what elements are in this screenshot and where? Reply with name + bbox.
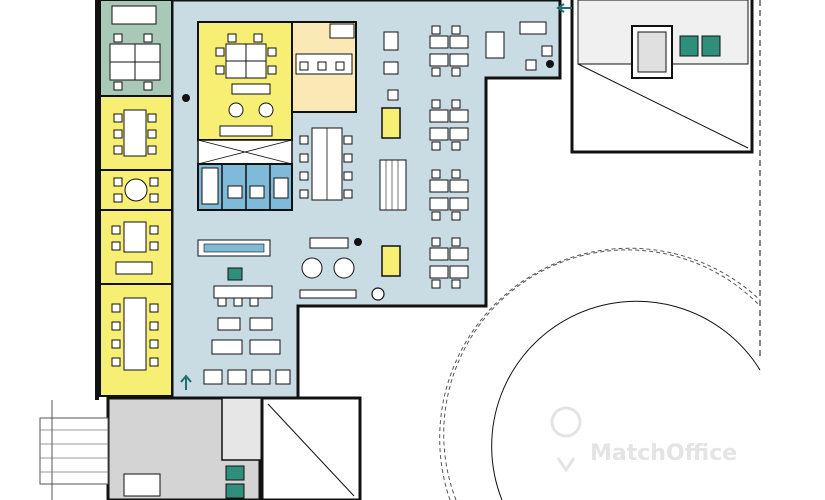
elevator-icon	[225, 35, 721, 499]
meeting-table-2	[113, 177, 159, 203]
plant-icon	[182, 60, 554, 301]
coffee-machine	[227, 267, 243, 281]
watermark-text: MatchOffice	[590, 441, 737, 466]
arrow-up-icon	[180, 374, 192, 390]
arrow-left-icon	[556, 3, 572, 13]
print-station-2	[381, 245, 401, 277]
cafe-tables	[203, 317, 291, 385]
courtyard-inner	[491, 300, 761, 500]
meeting-table-4	[111, 297, 159, 371]
watermark: MatchOffice	[550, 406, 737, 473]
courtyard-outline	[439, 247, 761, 500]
meeting-table-1	[113, 109, 157, 157]
boardroom-table	[215, 33, 277, 137]
boardroom	[197, 21, 293, 141]
kitchen-fixtures	[201, 167, 289, 205]
meeting-table-3	[111, 221, 159, 275]
top-right-fixtures	[383, 21, 553, 101]
central-table	[299, 127, 353, 201]
lounge-seating	[299, 237, 357, 299]
core-desk	[123, 473, 161, 497]
phone-booth-furniture	[109, 5, 161, 91]
exterior-stair	[39, 417, 109, 485]
dining-table	[213, 285, 273, 307]
locker-rack	[379, 159, 407, 211]
print-station-1	[381, 107, 401, 139]
core-room	[221, 397, 263, 461]
reception-desk	[295, 23, 355, 75]
kitchen-counter	[197, 239, 271, 257]
